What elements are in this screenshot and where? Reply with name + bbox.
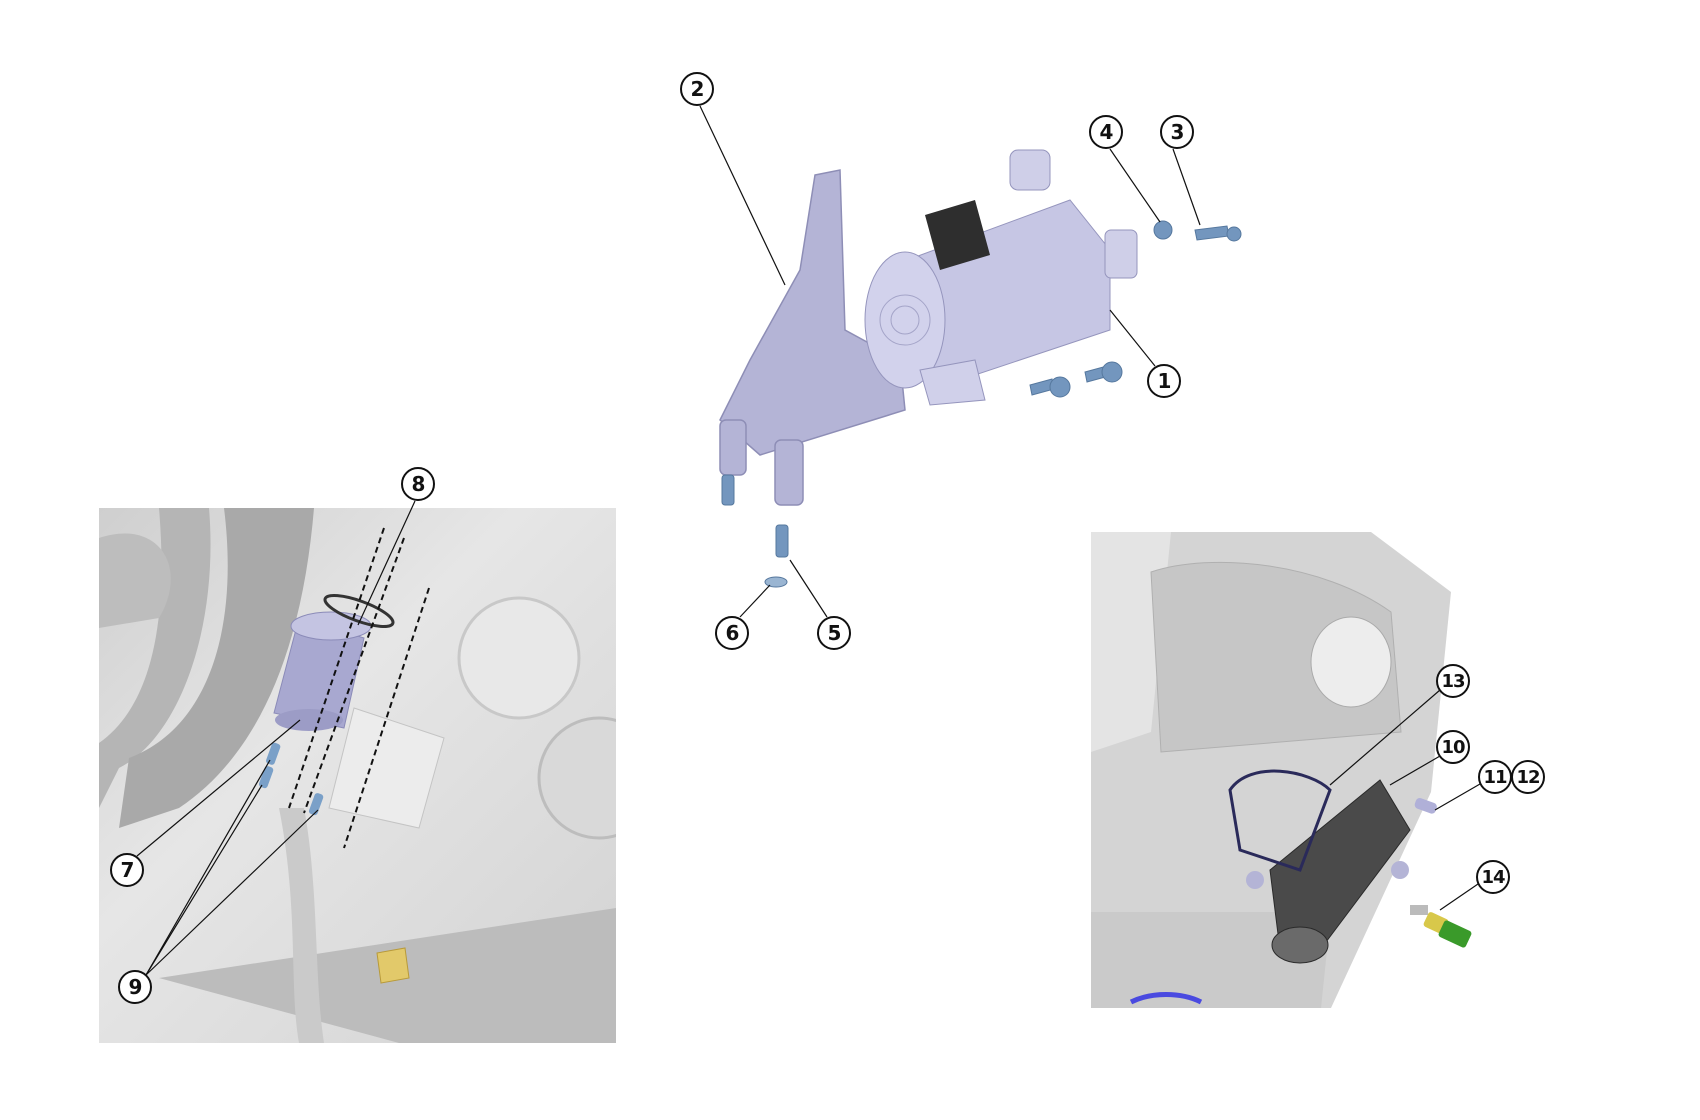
leader-lines: [136, 105, 1481, 976]
callout-8: 8: [401, 467, 435, 501]
callout-4: 4: [1089, 115, 1123, 149]
callout-2: 2: [680, 72, 714, 106]
callout-10: 10: [1436, 730, 1470, 764]
callout-1: 1: [1147, 364, 1181, 398]
callout-7: 7: [110, 853, 144, 887]
temperature-sensor: [1410, 905, 1472, 948]
callout-3: 3: [1160, 115, 1194, 149]
callout-14: 14: [1476, 860, 1510, 894]
callout-9: 9: [118, 970, 152, 1004]
fasteners: [721, 220, 1242, 588]
callout-11: 11: [1478, 760, 1512, 794]
left-engine-view: [99, 508, 616, 1043]
pump-body: [864, 149, 1138, 406]
callout-5: 5: [817, 616, 851, 650]
left-engine-illustration: [99, 508, 616, 1043]
callout-12: 12: [1511, 760, 1545, 794]
callout-13: 13: [1436, 664, 1470, 698]
bracket: [719, 169, 906, 506]
thermostat-housing: [1228, 769, 1437, 964]
callout-6: 6: [715, 616, 749, 650]
